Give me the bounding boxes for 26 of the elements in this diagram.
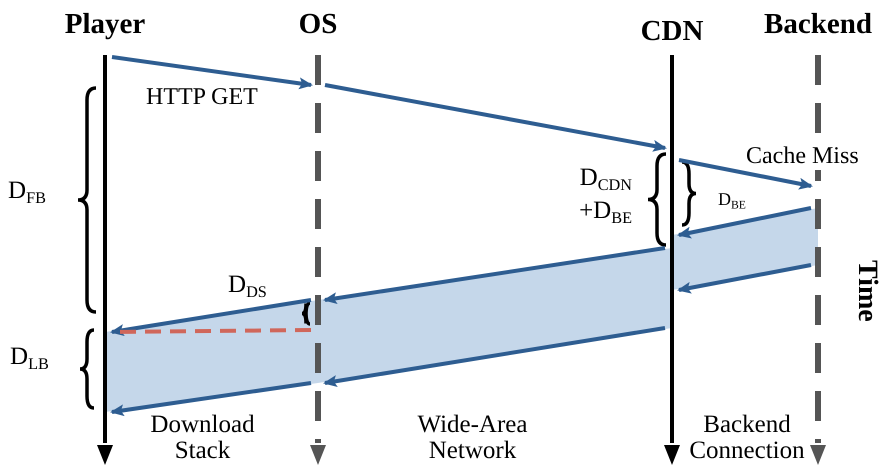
lifeline — [311, 55, 325, 465]
lifeline — [665, 55, 679, 465]
arrow — [677, 263, 812, 294]
segment-label: Wide-Area Network — [416, 412, 529, 464]
lifeline-heading: Backend — [764, 8, 872, 41]
arrow — [110, 298, 312, 336]
segment-label: Download Stack — [150, 412, 255, 464]
axis-label: Time — [854, 260, 880, 322]
delay-label: D$_{FB}$ — [8, 178, 46, 209]
delay-label: D$_{CDN}$ +D$_{BE}$ — [578, 165, 632, 229]
delay-label: D$_{DS}$ — [228, 272, 267, 303]
arrow — [324, 83, 667, 152]
lifeline-heading: CDN — [640, 15, 704, 48]
arrow — [323, 246, 666, 304]
arrow — [112, 55, 313, 90]
lifeline-heading: OS — [298, 8, 338, 41]
delay-label: D$_{LB}$ — [10, 344, 49, 375]
arrow — [678, 158, 813, 190]
lifeline-heading: Player — [64, 8, 146, 41]
arrow — [677, 206, 812, 238]
arrow — [323, 326, 666, 387]
lifeline — [98, 55, 112, 465]
segment-label: Backend Connection — [688, 412, 806, 464]
edge-label: Cache Miss — [745, 143, 860, 170]
delay-label: D$_{BE}$ — [718, 188, 746, 214]
arrow — [110, 381, 312, 416]
